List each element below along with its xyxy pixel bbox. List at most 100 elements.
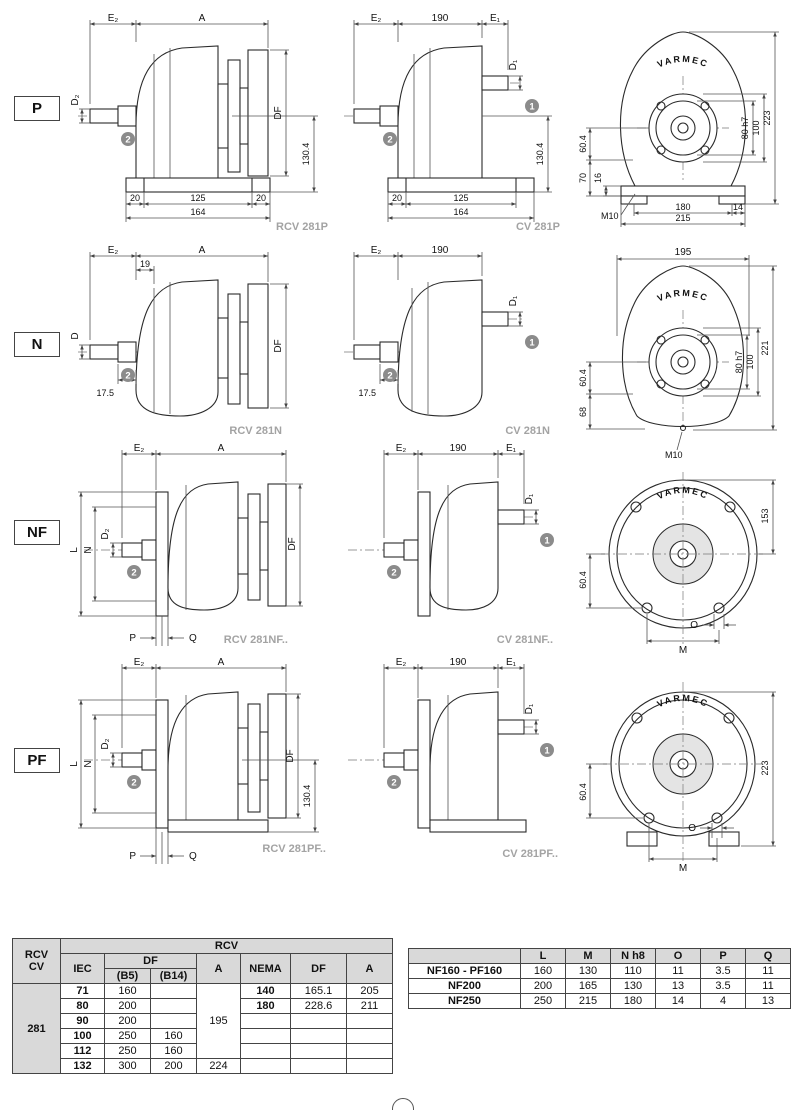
drawing-caption: CV 281P (516, 221, 560, 233)
header-m: M (565, 948, 611, 964)
dim-d1: D₁ (508, 59, 519, 70)
dim-130-4: 130.4 (535, 143, 545, 166)
dim-e2: E₂ (371, 245, 382, 256)
dim-m10: M10 (665, 450, 683, 460)
cell-o: 13 (655, 978, 701, 994)
cell-n: 130 (610, 978, 656, 994)
cell-iec: 100 (60, 1028, 105, 1044)
cell-q: 11 (745, 963, 791, 979)
dim-100: 100 (745, 354, 755, 369)
dim-70: 70 (578, 173, 588, 183)
row-label-pf: PF (14, 748, 60, 773)
cell-b5: 200 (104, 998, 151, 1014)
row-label-p: P (14, 96, 60, 121)
table-row: 281 71 160 195 140 165.1 205 (12, 983, 394, 1074)
cell-b5: 300 (104, 1058, 151, 1074)
cell-n: 180 (610, 993, 656, 1009)
drawing-caption: CV 281N (505, 425, 550, 437)
cell-df (290, 1058, 347, 1074)
dimension-lines (79, 252, 289, 409)
dim-e2: E₂ (108, 13, 119, 24)
table-header-row: L M N h8 O P Q (408, 948, 791, 964)
dim-180: 180 (675, 202, 690, 212)
dim-d1: D₁ (508, 295, 519, 306)
dim-190: 190 (432, 13, 449, 24)
dim-a: A (199, 245, 206, 256)
dim-l: L (70, 761, 80, 767)
marker-2: 2 (131, 568, 136, 579)
marker-2: 2 (125, 135, 130, 146)
gearbox-geometry (84, 481, 287, 617)
cell-m: 165 (565, 978, 611, 994)
cell-a2 (345, 1043, 394, 1059)
table-rcv: RCV CV RCV IEC DF A NEMA DF A (B5) (B14)… (12, 938, 394, 1074)
drawing-caption: RCV 281N (229, 425, 282, 437)
cell-iec: 90 (60, 1013, 105, 1029)
header-blank (408, 948, 521, 964)
dim-o: O (690, 620, 698, 631)
dim-17-5: 17.5 (96, 388, 114, 398)
marker-1: 1 (529, 338, 535, 349)
dim-d2: D₂ (100, 528, 111, 539)
stub-header: RCV CV (12, 938, 61, 984)
drawing-rcv-281n: E₂ A 19 DF D 17.5 2 RCV 281N (70, 245, 289, 437)
cell-nema (240, 1013, 291, 1029)
dim-q: Q (189, 633, 197, 644)
dimension-lines (586, 255, 777, 451)
dimension-lines (79, 20, 318, 222)
cell-o: 11 (655, 963, 701, 979)
dim-o: O (688, 823, 696, 834)
drawing-front-281pf: VARMEC 223 60.4 O M (578, 682, 776, 874)
dim-19: 19 (140, 259, 150, 269)
gearbox-geometry (78, 45, 271, 193)
drawing-caption: CV 281PF.. (502, 848, 558, 860)
dim-m: M (679, 863, 687, 874)
gearbox-geometry (619, 31, 747, 205)
dimension-lines (78, 450, 303, 646)
cell-df (290, 1028, 347, 1044)
dim-130-4: 130.4 (301, 143, 311, 166)
cell-m: 215 (565, 993, 611, 1009)
drawing-caption: CV 281NF.. (497, 634, 553, 646)
cell-a2 (345, 1028, 394, 1044)
dim-df: DF (285, 749, 296, 762)
gearbox-geometry (348, 481, 536, 617)
cell-nema (240, 1028, 291, 1044)
dim-l: L (70, 547, 80, 553)
stub-281: 281 (12, 983, 61, 1074)
dim-153: 153 (760, 508, 770, 523)
gearbox-geometry (621, 265, 745, 432)
marker-1: 1 (529, 102, 535, 113)
header-df2: DF (290, 953, 347, 984)
dim-20: 20 (392, 193, 402, 203)
cell-b5: 250 (104, 1028, 151, 1044)
marker-2: 2 (391, 778, 396, 789)
dimension-lines (383, 664, 539, 748)
cell-n: 110 (610, 963, 656, 979)
marker-2-circle (121, 368, 135, 382)
cell-name: NF200 (408, 978, 521, 994)
dim-n: N (83, 546, 94, 553)
dim-e2: E₂ (134, 657, 145, 668)
dim-d: D (70, 332, 81, 339)
dim-164: 164 (190, 207, 205, 217)
dim-df: DF (273, 106, 284, 119)
dim-60-4: 60.4 (578, 783, 588, 801)
drawing-front-281p: VARMEC 223 80 h7 100 60.4 70 16 M10 180 … (578, 31, 779, 227)
dim-e2: E₂ (134, 443, 145, 454)
header-a2: A (345, 953, 394, 984)
marker-1-circle (540, 743, 554, 757)
gearbox-geometry (84, 691, 287, 833)
cell-a-merged: 195 (196, 983, 241, 1059)
marker-2: 2 (131, 778, 136, 789)
dim-221: 221 (760, 340, 770, 355)
marker-2: 2 (391, 568, 396, 579)
gearbox-geometry (344, 279, 522, 417)
cell-a2: 211 (345, 998, 394, 1014)
drawing-caption: RCV 281PF.. (262, 843, 326, 855)
drawing-caption: RCV 281P (276, 221, 328, 233)
cell-p: 4 (700, 993, 746, 1009)
cell-a: 224 (196, 1058, 241, 1074)
marker-1-circle (525, 99, 539, 113)
marker-2-circle (387, 775, 401, 789)
